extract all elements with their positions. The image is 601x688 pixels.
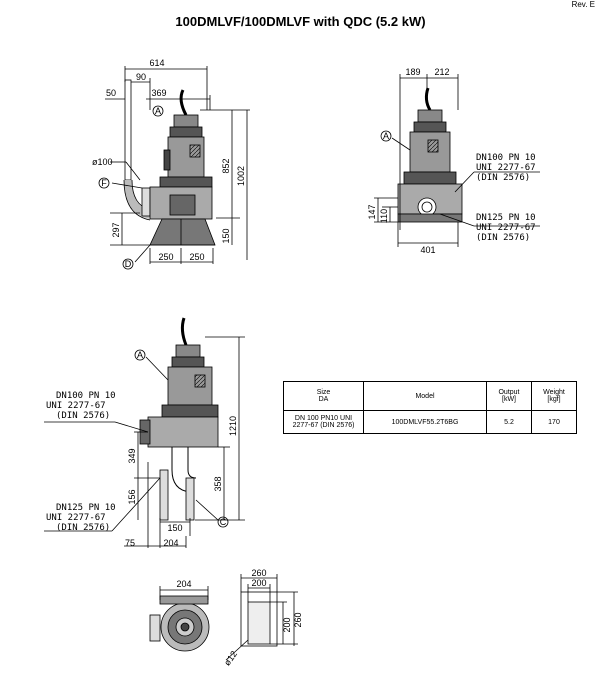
dim-label: 1002 bbox=[236, 166, 246, 186]
dim-label: 150 bbox=[221, 228, 231, 243]
front-view-labels: 189 212 147 110 401 A DN100 PN 10 UNI 22… bbox=[367, 67, 536, 255]
dim-label: 358 bbox=[213, 476, 223, 491]
dim-label: 297 bbox=[111, 222, 121, 237]
dim-label: 250 bbox=[158, 252, 173, 262]
flange-note-line: (DIN 2576) bbox=[476, 233, 530, 243]
dim-label: 150 bbox=[167, 523, 182, 533]
side-view bbox=[98, 66, 250, 270]
dim-label: 204 bbox=[176, 579, 191, 589]
flange-note-line: DN100 PN 10 bbox=[476, 153, 536, 163]
flange-note-line: UNI 2277-67 bbox=[476, 223, 536, 233]
cell-output: 5.2 bbox=[486, 410, 532, 434]
flange-note-line: UNI 2277-67 bbox=[46, 401, 106, 411]
header-output: Output[kW] bbox=[486, 381, 532, 411]
flange-note-line: UNI 2277-67 bbox=[476, 163, 536, 173]
dim-label: 189 bbox=[405, 67, 420, 77]
header-weight: Weight[kgf] bbox=[531, 381, 577, 411]
dim-label: 250 bbox=[189, 252, 204, 262]
dim-label: 260 bbox=[293, 612, 303, 627]
top-view bbox=[149, 574, 298, 661]
flange-note-line: DN100 PN 10 bbox=[56, 391, 116, 401]
flange-note-line: DN125 PN 10 bbox=[56, 503, 116, 513]
front-view bbox=[374, 74, 540, 247]
marker-label: A bbox=[155, 106, 161, 116]
dim-label: ø100 bbox=[92, 157, 113, 167]
dim-label: 260 bbox=[251, 568, 266, 578]
marker-label: C bbox=[220, 517, 227, 527]
header-model: Model bbox=[363, 381, 487, 411]
dim-label: 614 bbox=[149, 58, 164, 68]
dim-label: 156 bbox=[127, 489, 137, 504]
side-view-labels: 614 90 50 369 ø100 852 1002 297 150 250 … bbox=[92, 58, 246, 269]
qdc-view-labels: 1210 349 156 358 150 75 204 A C DN100 PN… bbox=[46, 350, 238, 548]
flange-note-line: UNI 2277-67 bbox=[46, 513, 106, 523]
flange-note-line: (DIN 2576) bbox=[56, 411, 110, 421]
dim-label: 90 bbox=[136, 72, 146, 82]
dim-label: 50 bbox=[106, 88, 116, 98]
revision-label: Rev. E bbox=[571, 0, 595, 9]
page-title: 100DMLVF/100DMLVF with QDC (5.2 kW) bbox=[175, 14, 426, 29]
dim-label: 204 bbox=[163, 538, 178, 548]
dim-label: 1210 bbox=[228, 416, 238, 436]
flange-note-line: (DIN 2576) bbox=[476, 173, 530, 183]
flange-note-line: DN125 PN 10 bbox=[476, 213, 536, 223]
marker-label: A bbox=[383, 131, 389, 141]
marker-label: A bbox=[137, 350, 143, 360]
dim-label: 212 bbox=[434, 67, 449, 77]
dim-label: 110 bbox=[379, 209, 389, 223]
dim-label: 369 bbox=[151, 88, 166, 98]
cell-model: 100DMLVF55.2T6BG bbox=[363, 410, 487, 434]
dim-label: 200 bbox=[251, 578, 266, 588]
cell-weight: 170 bbox=[531, 410, 577, 434]
dim-label: 200 bbox=[282, 617, 292, 632]
dim-label: ø12 bbox=[222, 649, 239, 667]
dim-label: 147 bbox=[367, 204, 377, 219]
dim-label: 75 bbox=[125, 538, 135, 548]
flange-note-line: (DIN 2576) bbox=[56, 523, 110, 533]
dim-label: 401 bbox=[420, 245, 435, 255]
dim-label: 349 bbox=[127, 448, 137, 463]
marker-label: F bbox=[101, 178, 107, 188]
dim-label: 852 bbox=[221, 158, 231, 173]
marker-label: D bbox=[125, 259, 132, 269]
qdc-view bbox=[44, 317, 245, 548]
